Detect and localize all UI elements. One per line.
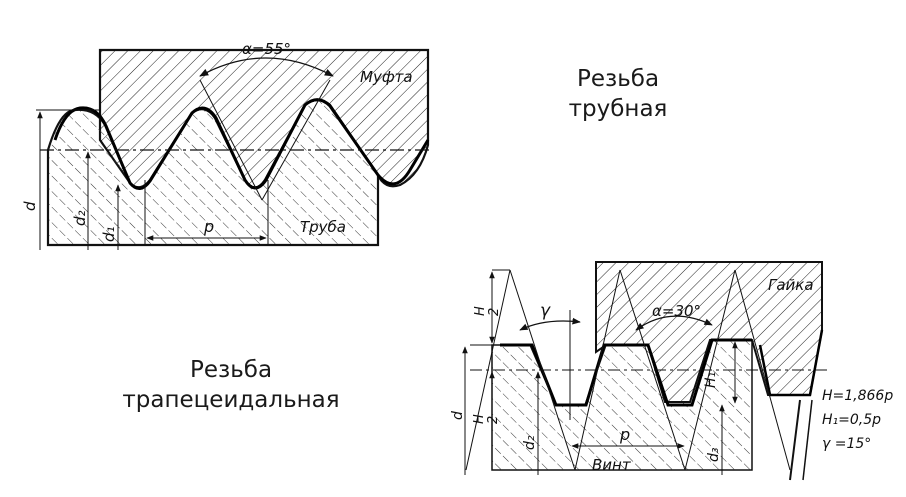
pipe-d2-label: d₂ — [71, 210, 89, 226]
coupling-label: Муфта — [360, 68, 413, 86]
trap-caption-line1: Резьба — [189, 357, 273, 383]
nut-label: Гайка — [768, 276, 814, 294]
pipe-d-label: d — [21, 201, 39, 211]
trap-angle-arc — [635, 315, 713, 331]
pipe-label: Труба — [300, 218, 346, 236]
trapezoidal-thread-caption: Резьба трапецеидальная — [96, 355, 366, 415]
h-half-mid-num: H — [472, 414, 487, 424]
pipe-thread-profile — [53, 98, 430, 190]
h-half-top-num: H — [473, 306, 488, 316]
trap-d3-label: d₃ — [706, 447, 722, 462]
trap-pitch-label: p — [619, 425, 630, 444]
formula-h: H=1,866p — [822, 388, 893, 404]
h-half-mid-den: 2 — [486, 416, 501, 424]
h-half-top-den: 2 — [487, 308, 502, 316]
screw-label: Винт — [592, 456, 632, 474]
pipe-angle-arc — [199, 57, 334, 77]
formula-gamma: γ =15° — [822, 436, 871, 452]
trap-caption-line2: трапецеидальная — [122, 387, 340, 413]
trap-angle-label: α=30° — [652, 302, 701, 320]
gamma-label: γ — [540, 301, 551, 321]
h1-label: H₁ — [703, 372, 719, 388]
pipe-d1-label: d₁ — [100, 226, 118, 242]
pipe-angle-label: α=55° — [242, 40, 291, 58]
formula-h1: H₁=0,5p — [822, 412, 881, 428]
trap-d2-label: d₂ — [522, 435, 538, 450]
trap-d-label: d — [450, 411, 466, 420]
pipe-caption-line2: трубная — [568, 96, 668, 122]
gamma-arc — [519, 317, 581, 331]
pipe-caption-line1: Резьба — [576, 66, 660, 92]
pipe-thread-caption: Резьба трубная — [548, 64, 688, 124]
pipe-pitch-label: p — [203, 217, 214, 236]
